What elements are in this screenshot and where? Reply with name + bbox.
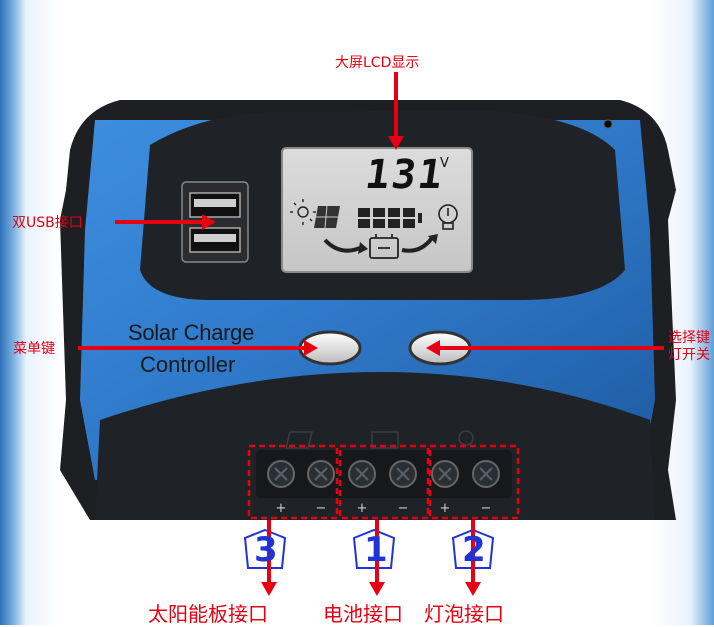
sun-icon	[290, 199, 316, 225]
status-led	[603, 119, 613, 129]
lcd-voltage-unit: V	[440, 156, 449, 171]
terminal-polarity-label: −	[398, 501, 409, 516]
label-lamp-switch: 灯开关	[668, 347, 710, 363]
label-battery-port: 电池接口	[323, 602, 403, 626]
solar-emboss-icon	[285, 431, 313, 449]
port-number-solar: 3	[254, 530, 278, 570]
label-lcd-display: 大屏LCD显示	[335, 55, 420, 71]
label-usb-port: 双USB接口	[12, 215, 83, 231]
lcd-voltage-readout: 131	[362, 152, 448, 198]
label-menu-button: 菜单键	[13, 341, 55, 357]
terminal-polarity-label: +	[276, 501, 287, 516]
bulb-icon	[438, 204, 458, 230]
port-number-lamp: 2	[462, 530, 486, 570]
annotation-arrows	[78, 72, 664, 596]
battery-icon	[369, 234, 399, 259]
solar-panel-icon	[314, 205, 340, 229]
terminal-polarity-label: −	[481, 501, 492, 516]
terminal-block	[256, 450, 512, 498]
port-number-battery: 1	[364, 530, 388, 570]
terminal-polarity-label: −	[316, 501, 327, 516]
terminal-polarity-label: +	[357, 501, 368, 516]
brand-line-2: Controller	[140, 352, 236, 377]
battery-emboss-icon	[371, 431, 399, 449]
label-lamp-port: 灯泡接口	[424, 602, 504, 626]
terminal-group-boxes	[247, 444, 520, 520]
flow-arrow-icon	[323, 234, 438, 254]
terminal-polarity-label: +	[440, 501, 451, 516]
brand-line-1: Solar Charge	[128, 320, 255, 345]
label-select-button: 选择键	[668, 330, 710, 346]
battery-level-icon	[358, 208, 422, 228]
label-solar-port: 太阳能板接口	[148, 602, 268, 626]
